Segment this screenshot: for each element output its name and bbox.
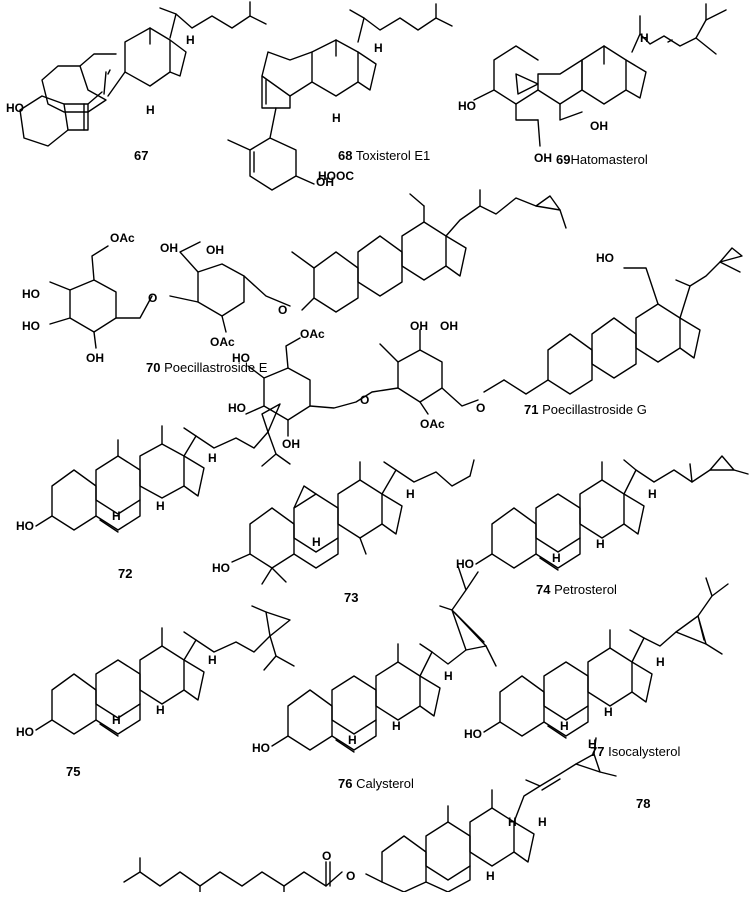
compound-number-69: 69 <box>556 152 570 167</box>
compound-number-68: 68 <box>338 148 352 163</box>
compound-67-structure <box>19 1 267 147</box>
label-h-76-c: H <box>348 733 357 747</box>
compound-72-structure <box>35 403 291 533</box>
label-h-75-a: H <box>208 653 217 667</box>
label-h-68: H <box>332 111 341 125</box>
label-ho-71-a: HO <box>232 351 250 365</box>
label-ho-75: HO <box>16 725 34 739</box>
compound-name-76: Calysterol <box>352 776 414 791</box>
compound-name-70: Poecillastroside E <box>160 360 267 375</box>
compound-number-72: 72 <box>118 566 132 581</box>
compound-77-structure <box>483 577 729 739</box>
label-oh-70-b: OH <box>160 241 178 255</box>
caption-74: 74 Petrosterol <box>536 582 617 597</box>
compound-number-71: 71 <box>524 402 538 417</box>
label-h-78-d: H <box>588 737 597 751</box>
label-ho-73: HO <box>212 561 230 575</box>
caption-70: 70 Poecillastroside E <box>146 360 268 375</box>
label-oh-68: OH <box>316 175 334 189</box>
label-h-72-b: H <box>156 499 165 513</box>
label-oac-71-a: OAc <box>420 417 445 431</box>
compound-name-71: Poecillastroside G <box>538 402 646 417</box>
label-oh-70-c: OH <box>86 351 104 365</box>
compound-74-structure <box>475 455 749 571</box>
caption-71: 71 Poecillastroside G <box>524 402 647 417</box>
label-h-72-c: H <box>112 509 121 523</box>
label-oh-69-a: OH <box>534 151 552 165</box>
compound-number-76: 76 <box>338 776 352 791</box>
label-h-72-a: H <box>208 451 217 465</box>
label-h-77-a: H <box>656 655 665 669</box>
label-oac-71-b: OAc <box>300 327 325 341</box>
label-h-77-c: H <box>560 719 569 733</box>
label-ho-72: HO <box>16 519 34 533</box>
compound-73-structure <box>231 459 475 585</box>
label-h-67: H <box>146 103 155 117</box>
compound-number-73: 73 <box>344 590 358 605</box>
compound-75-structure <box>35 605 295 737</box>
label-h-78-b: H <box>486 869 495 883</box>
label-h-69: H <box>640 31 649 45</box>
caption-77: 77 Isocalysterol <box>590 744 680 759</box>
label-oh-71-a: OH <box>410 319 428 333</box>
label-ho-71-b: HO <box>228 401 246 415</box>
label-ho-77: HO <box>464 727 482 741</box>
label-h-75-c: H <box>112 713 121 727</box>
label-ho-69: HO <box>458 99 476 113</box>
compound-69-structure <box>473 3 727 147</box>
caption-69: 69Hatomasterol <box>556 152 648 167</box>
label-oac-70-b: OAc <box>110 231 135 245</box>
label-oh-69-b: OH <box>590 119 608 133</box>
compound-70-structure <box>49 189 567 349</box>
compound-76-structure <box>271 565 497 753</box>
label-ho-70-a: HO <box>22 287 40 301</box>
label-h-75-b: H <box>156 703 165 717</box>
label-oh-70-a: OH <box>206 243 224 257</box>
label-ho-71-top: HO <box>596 251 614 265</box>
compound-68-structure <box>227 3 453 191</box>
caption-68: 68 Toxisterol E1 <box>338 148 430 163</box>
label-hooc-70: HOOC <box>318 169 354 183</box>
label-o-70-b: O <box>148 291 157 305</box>
label-h-76-b: H <box>392 719 401 733</box>
label-h-77-b: H <box>604 705 613 719</box>
label-h-76-a: H <box>444 669 453 683</box>
label-ho-74: HO <box>456 557 474 571</box>
label-o-71-link: O <box>476 401 485 415</box>
compound-number-74: 74 <box>536 582 551 597</box>
label-h-67-b: H <box>186 33 195 47</box>
compound-number-78: 78 <box>636 796 650 811</box>
label-o-78-ester: O <box>346 869 355 883</box>
label-h-74-c: H <box>552 551 561 565</box>
label-h-73-b: H <box>312 535 321 549</box>
label-ho-76: HO <box>252 741 270 755</box>
label-o-71-b: O <box>360 393 369 407</box>
compound-number-75: 75 <box>66 764 80 779</box>
compound-name-77: Isocalysterol <box>604 744 680 759</box>
label-o-70-link: O <box>278 303 287 317</box>
label-oac-70-a: OAc <box>210 335 235 349</box>
label-oh-71-b: OH <box>440 319 458 333</box>
compound-number-77: 77 <box>590 744 604 759</box>
compound-name-69: Hatomasterol <box>570 152 647 167</box>
label-h-73-a: H <box>406 487 415 501</box>
label-h-68-b: H <box>374 41 383 55</box>
compound-78-structure <box>123 737 617 893</box>
compound-name-68: Toxisterol E1 <box>352 148 430 163</box>
label-h-78-a: H <box>538 815 547 829</box>
compound-number-70: 70 <box>146 360 160 375</box>
label-o-78-carbonyl: O <box>322 849 331 863</box>
label-h-74-b: H <box>596 537 605 551</box>
label-ho-67: HO <box>6 101 24 115</box>
compound-number-67: 67 <box>134 148 148 163</box>
label-oh-71-c: OH <box>282 437 300 451</box>
label-ho-70-b: HO <box>22 319 40 333</box>
compound-name-74: Petrosterol <box>550 582 617 597</box>
compound-71-structure <box>245 247 743 437</box>
label-h-74-a: H <box>648 487 657 501</box>
label-h-78-c: H <box>508 815 517 829</box>
caption-76: 76 Calysterol <box>338 776 414 791</box>
